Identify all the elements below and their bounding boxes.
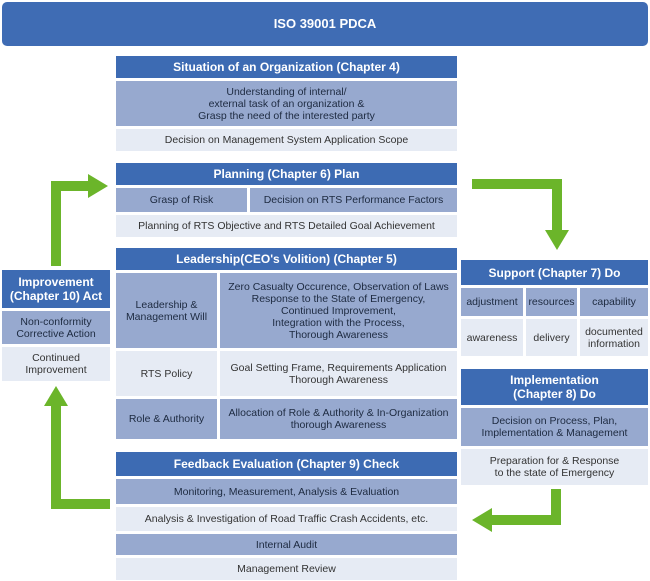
role-authority-label: Role & Authority (116, 399, 217, 439)
implementation-preparation: Preparation for & Response to the state … (461, 449, 648, 485)
planning-risk: Grasp of Risk (116, 188, 247, 212)
leadership-desc: Zero Casualty Occurence, Observation of … (220, 273, 457, 348)
feedback-review: Management Review (116, 558, 457, 580)
implementation-header: Implementation (Chapter 8) Do (461, 369, 648, 405)
rts-policy-desc: Goal Setting Frame, Requirements Applica… (220, 351, 457, 396)
support-awareness: awareness (461, 319, 523, 356)
support-header: Support (Chapter 7) Do (461, 260, 648, 285)
arrow-act-to-plan (51, 174, 108, 266)
situation-scope: Decision on Management System Applicatio… (116, 129, 457, 151)
leadership-label: Leadership & Management Will (116, 273, 217, 348)
arrow-do-to-check (472, 489, 561, 532)
leadership-header: Leadership(CEO's Volition) (Chapter 5) (116, 248, 457, 270)
situation-understanding: Understanding of internal/ external task… (116, 81, 457, 126)
rts-policy-label: RTS Policy (116, 351, 217, 396)
support-documented-information: documented information (580, 319, 648, 356)
feedback-monitoring: Monitoring, Measurement, Analysis & Eval… (116, 479, 457, 504)
role-authority-desc: Allocation of Role & Authority & In-Orga… (220, 399, 457, 439)
implementation-decision: Decision on Process, Plan, Implementatio… (461, 408, 648, 446)
arrow-check-to-act (44, 386, 110, 509)
improvement-header: Improvement (Chapter 10) Act (2, 270, 110, 308)
support-capability: capability (580, 288, 648, 316)
situation-header: Situation of an Organization (Chapter 4) (116, 56, 457, 78)
improvement-continued: Continued Improvement (2, 347, 110, 381)
planning-objective: Planning of RTS Objective and RTS Detail… (116, 215, 457, 237)
feedback-audit: Internal Audit (116, 534, 457, 555)
feedback-analysis: Analysis & Investigation of Road Traffic… (116, 507, 457, 531)
feedback-header: Feedback Evaluation (Chapter 9) Check (116, 452, 457, 476)
improvement-nonconformity: Non-conformity Corrective Action (2, 311, 110, 344)
support-delivery: delivery (526, 319, 577, 356)
arrow-plan-to-do (472, 179, 569, 250)
support-adjustment: adjustment (461, 288, 523, 316)
planning-factors: Decision on RTS Performance Factors (250, 188, 457, 212)
support-resources: resources (526, 288, 577, 316)
planning-header: Planning (Chapter 6) Plan (116, 163, 457, 185)
diagram-title: ISO 39001 PDCA (2, 2, 648, 46)
